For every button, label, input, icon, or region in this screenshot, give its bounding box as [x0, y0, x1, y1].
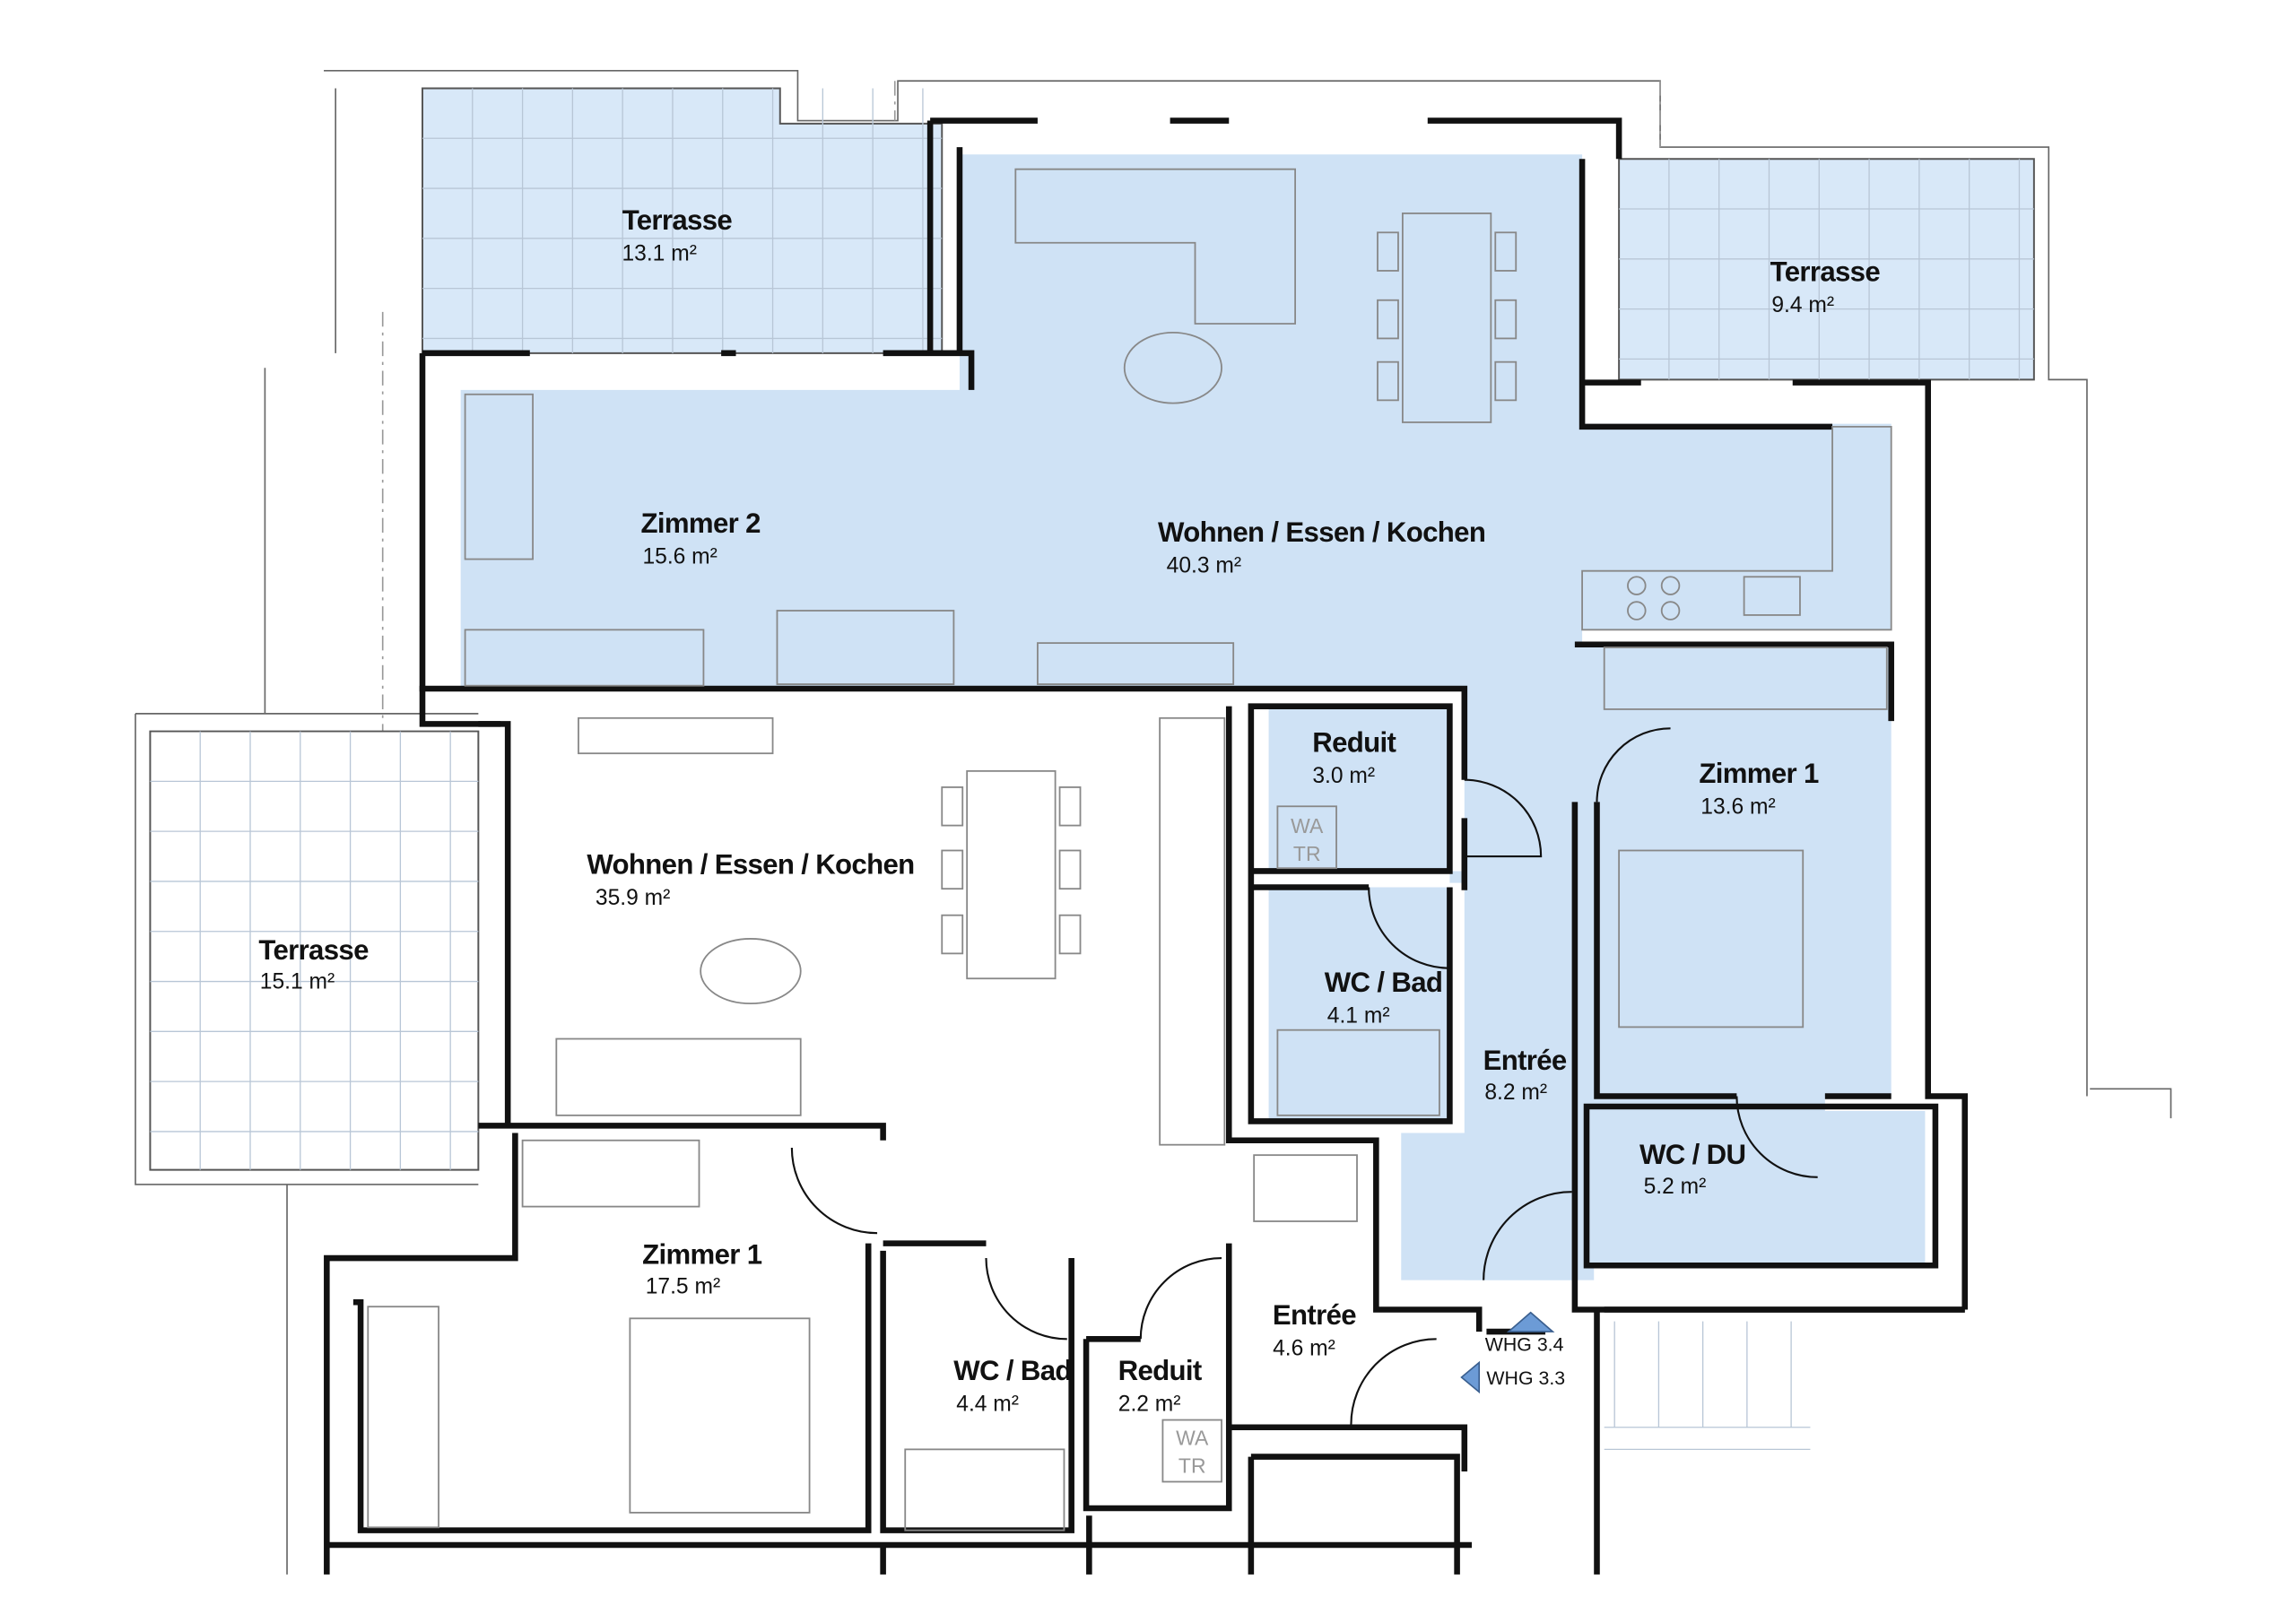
terrace-grid [150, 88, 2034, 1170]
room-name: Terrasse [1770, 256, 1881, 287]
room-name: Zimmer 2 [641, 508, 761, 539]
room-area: 4.1 m² [1327, 1003, 1390, 1028]
room-area: 8.2 m² [1484, 1081, 1547, 1105]
whg-3-3-label: WHG 3.3 [1486, 1367, 1565, 1389]
staircase [1604, 1321, 1811, 1451]
washer-label: WA [1176, 1426, 1209, 1449]
room-area: 4.4 m² [956, 1393, 1019, 1417]
room-area: 2.2 m² [1118, 1393, 1181, 1417]
room-area: 15.6 m² [642, 544, 717, 568]
dryer-label: TR [1178, 1454, 1206, 1478]
entry-markers: WHG 3.4 WHG 3.3 [1460, 1311, 1565, 1394]
whg-3-4-label: WHG 3.4 [1485, 1333, 1564, 1355]
room-area: 35.9 m² [596, 886, 670, 910]
room-name: Entrée [1273, 1299, 1356, 1331]
room-area: 9.4 m² [1771, 293, 1834, 317]
washer-dryer-a: WA TR [1276, 805, 1337, 870]
room-area: 4.6 m² [1273, 1336, 1335, 1360]
room-name: WC / Bad [953, 1355, 1071, 1386]
building-outlines [135, 69, 2172, 1575]
door-swings [790, 727, 1818, 1425]
room-area: 13.6 m² [1700, 794, 1775, 819]
dryer-label: TR [1293, 842, 1321, 865]
room-area: 13.1 m² [622, 241, 696, 265]
room-name: Wohnen / Essen / Kochen [587, 849, 914, 881]
room-name: Zimmer 1 [642, 1239, 762, 1271]
room-name: WC / Bad [1325, 967, 1442, 998]
room-name: Terrasse [622, 204, 733, 236]
room-area: 17.5 m² [646, 1274, 720, 1298]
entry-arrow-up-icon [1506, 1311, 1555, 1332]
room-area: 5.2 m² [1644, 1175, 1707, 1199]
terrace-w [149, 730, 480, 1171]
room-area: 15.1 m² [260, 970, 335, 994]
room-labels: Terrasse 13.1 m² Wohnen / Essen / Kochen… [258, 204, 1881, 1417]
room-name: Wohnen / Essen / Kochen [1158, 516, 1485, 548]
entry-arrow-left-icon [1460, 1360, 1481, 1394]
terrace-ne [1618, 158, 2035, 381]
room-area: 3.0 m² [1312, 764, 1375, 788]
apartment-whg-3-4 [460, 154, 1926, 1280]
room-name: Entrée [1483, 1045, 1567, 1076]
washer-dryer-b: WA TR [1161, 1419, 1222, 1483]
walls [324, 117, 1969, 1575]
room-area: 40.3 m² [1167, 553, 1241, 577]
room-name: Reduit [1118, 1355, 1202, 1386]
room-name: WC / DU [1639, 1139, 1745, 1170]
room-name: Zimmer 1 [1699, 758, 1819, 789]
room-name: Reduit [1312, 727, 1396, 759]
washer-label: WA [1291, 814, 1324, 838]
furniture [367, 168, 1892, 1532]
room-name: Terrasse [258, 934, 369, 966]
